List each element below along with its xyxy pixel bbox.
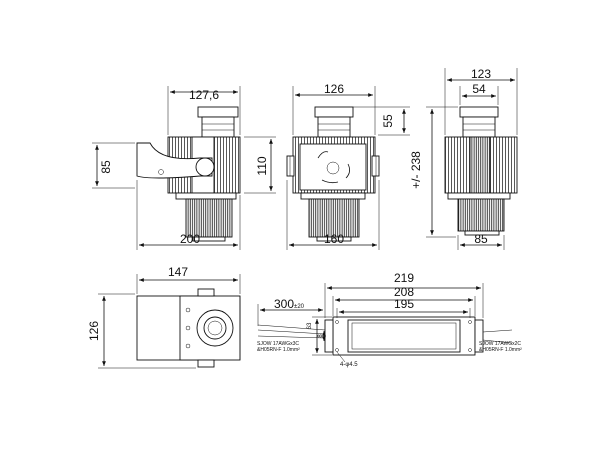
back-inner-width-label: 54 <box>472 82 486 96</box>
side-base-width-label: 200 <box>180 232 200 246</box>
front-view: 126 55 160 <box>286 82 410 250</box>
back-base-width-label: 85 <box>474 232 488 246</box>
side-top-width-label: 127,6 <box>189 88 219 102</box>
driver-right-cable-label-2: &H05RN-F 1.0mm² <box>479 347 522 353</box>
driver-length-195-label: 195 <box>394 297 414 311</box>
driver-right-cable-label-1: SJOW 17AWGx2C <box>479 341 521 347</box>
bottom-width-label: 147 <box>168 265 188 279</box>
driver-height-63-label: 63 <box>307 322 313 329</box>
driver-view: 219 208 195 300±20 63 8 4-φ4.5 SJOW 17AW… <box>257 271 522 368</box>
driver-height-8-label: 8 <box>318 334 324 338</box>
driver-length-208-label: 208 <box>394 285 414 299</box>
side-height-label: 85 <box>99 160 113 174</box>
bottom-view: 147 126 <box>87 265 241 369</box>
driver-left-cable-label-1: SJOW 17AWGx3C <box>257 341 299 347</box>
driver-left-cable-label-2: &H05RN-F 1.0mm² <box>257 347 300 353</box>
front-top-width-label: 126 <box>324 82 344 96</box>
driver-length-219-label: 219 <box>394 271 414 285</box>
back-view: 123 54 +/- 238 85 <box>409 67 518 250</box>
front-base-width-label: 160 <box>324 232 344 246</box>
bottom-height-label: 126 <box>87 321 101 341</box>
driver-cable-length-label: 300±20 <box>274 297 305 311</box>
back-outer-width-label: 123 <box>471 67 491 81</box>
side-view: 127,6 85 200 110 <box>92 86 276 250</box>
front-side-height-label: 55 <box>381 114 395 128</box>
driver-holes-label: 4-φ4.5 <box>340 362 358 368</box>
front-height-label: 110 <box>255 156 269 175</box>
back-height-label: +/- 238 <box>409 151 423 189</box>
